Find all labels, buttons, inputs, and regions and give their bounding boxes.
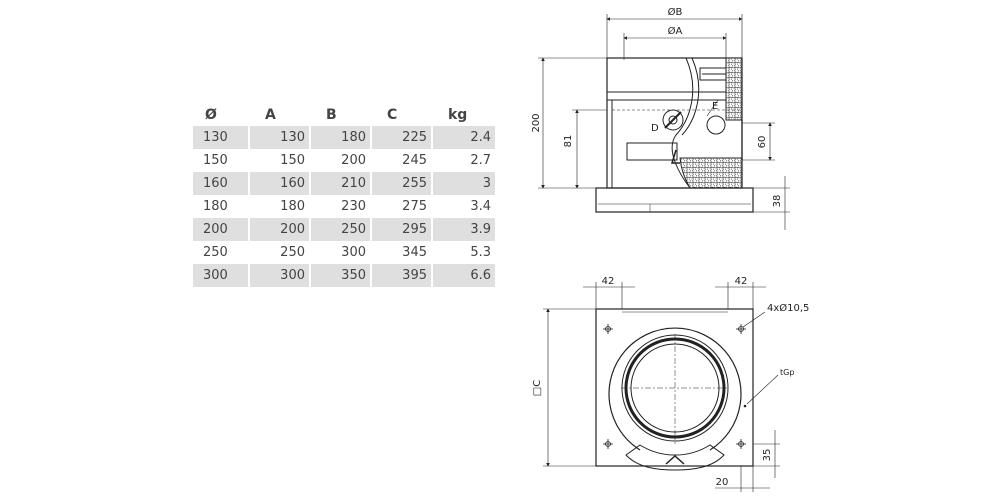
table-cell: 250	[309, 218, 371, 241]
header-a: A	[265, 107, 276, 123]
table-cell: 275	[370, 195, 432, 218]
label-d: D	[651, 123, 659, 134]
table-cell: 210	[309, 172, 371, 195]
table-cell: 180	[203, 199, 228, 214]
table-cell: 3.4	[431, 195, 495, 218]
table-cell: 255	[370, 172, 432, 195]
table-cell: 230	[309, 195, 371, 218]
square-c-label: □C	[532, 380, 543, 396]
header-kg: kg	[448, 107, 468, 123]
label-e: E	[712, 101, 718, 112]
table-cell: 160	[193, 172, 249, 195]
table-cell: 345	[370, 241, 432, 264]
dim-35-label: 35	[762, 449, 773, 462]
height-81-label: 81	[563, 135, 574, 148]
table-cell: 180	[248, 195, 310, 218]
height-200-label: 200	[531, 113, 542, 132]
table-cell: 225	[370, 126, 432, 149]
table-cell: 5.3	[431, 241, 495, 264]
table-cell: 130	[193, 126, 249, 149]
table-cell: 180	[309, 126, 371, 149]
table-cell: 250	[248, 241, 310, 264]
table-cell: 160	[248, 172, 310, 195]
dim-a-label: ØA	[668, 25, 683, 37]
table-cell: 130	[248, 126, 310, 149]
table-cell: 200	[309, 149, 371, 172]
table-cell: 250	[203, 245, 228, 260]
table-cell: 245	[370, 149, 432, 172]
plate-thickness-label: tGp	[780, 368, 794, 377]
table-cell: 300	[193, 264, 249, 287]
header-b: B	[326, 107, 337, 123]
table-cell: 6.6	[431, 264, 495, 287]
height-60-label: 60	[757, 136, 768, 149]
table-cell: 200	[248, 218, 310, 241]
height-38-label: 38	[772, 195, 783, 208]
table-cell: 395	[370, 264, 432, 287]
table-cell: 200	[193, 218, 249, 241]
header-c: C	[387, 107, 398, 123]
side-view	[538, 14, 790, 230]
table-header-row: Ø A B C kg	[193, 104, 495, 126]
dim-b-label: ØB	[668, 6, 683, 18]
header-diameter: Ø	[205, 107, 217, 123]
dim-42-right-label: 42	[735, 276, 748, 287]
dim-20-label: 20	[716, 477, 729, 488]
table-cell: 3.9	[431, 218, 495, 241]
table-cell: 300	[309, 241, 371, 264]
table-cell: 150	[248, 149, 310, 172]
table-cell: 350	[309, 264, 371, 287]
table-cell: 2.7	[431, 149, 495, 172]
table-cell: 150	[203, 153, 228, 168]
table-cell: 300	[248, 264, 310, 287]
top-view	[543, 282, 780, 492]
table-cell: 2.4	[431, 126, 495, 149]
dim-42-left-label: 42	[602, 276, 615, 287]
table-cell: 295	[370, 218, 432, 241]
table-cell: 3	[431, 172, 495, 195]
holes-label: 4xØ10,5	[767, 302, 809, 314]
